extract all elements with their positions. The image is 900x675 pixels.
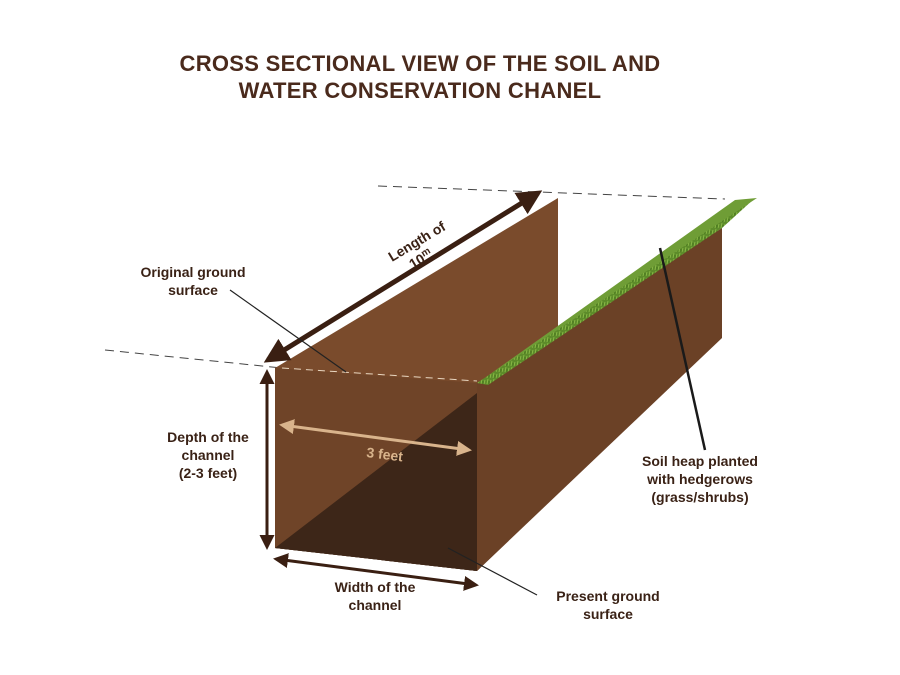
depth-label: Depth of the channel (2-3 feet) <box>148 428 268 482</box>
soil-heap-line3: (grass/shrubs) <box>651 489 749 505</box>
soil-heap-label: Soil heap planted with hedgerows (grass/… <box>615 452 785 506</box>
depth-line3: (2-3 feet) <box>178 465 238 481</box>
title-line-2: WATER CONSERVATION CHANEL <box>238 78 602 103</box>
original-ground-line-back <box>377 185 726 200</box>
present-ground-label: Present ground surface <box>528 587 688 623</box>
width-line1: Width of the <box>334 579 416 595</box>
depth-line1: Depth of the <box>167 429 249 445</box>
title-line-1: CROSS SECTIONAL VIEW OF THE SOIL AND <box>179 51 661 76</box>
ground-line-on-face <box>281 367 478 382</box>
leader-original-ground <box>229 289 347 373</box>
depth-line2: channel <box>181 447 235 463</box>
inner-width-label: 3 feet <box>366 444 405 464</box>
width-label: Width of the channel <box>300 578 450 614</box>
channel-right-wall <box>477 228 722 571</box>
present-ground-line1: Present ground <box>556 588 660 604</box>
width-line2: channel <box>348 597 402 613</box>
length-value: 10 <box>406 250 428 272</box>
inner-width-arrow <box>279 419 472 456</box>
soil-heap-line2: with hedgerows <box>647 471 753 487</box>
present-ground-line2: surface <box>583 606 633 622</box>
soil-heap-line1: Soil heap planted <box>642 453 758 469</box>
page-title: CROSS SECTIONAL VIEW OF THE SOIL AND WAT… <box>120 50 720 104</box>
original-ground-line2: surface <box>168 282 218 298</box>
original-ground-line1: Original ground <box>140 264 246 280</box>
length-arrow <box>263 190 543 363</box>
width-arrow <box>273 553 479 591</box>
leader-soil-heap <box>658 247 707 451</box>
soil-heap-grass-top <box>477 198 757 383</box>
original-ground-line-front <box>104 349 283 369</box>
leader-present-ground <box>447 547 538 596</box>
original-ground-label: Original ground surface <box>118 263 268 299</box>
